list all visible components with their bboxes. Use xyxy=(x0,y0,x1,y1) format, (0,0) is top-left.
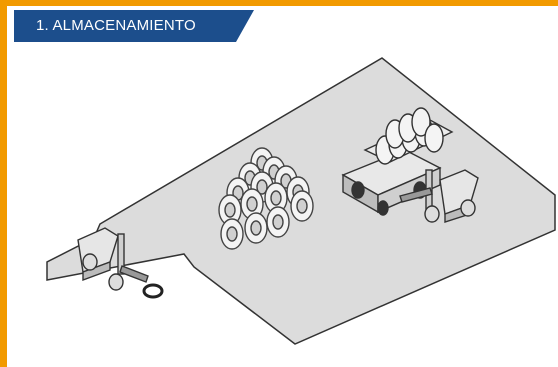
tire-hole xyxy=(256,179,268,195)
tire-hole xyxy=(296,198,308,214)
tire-hole xyxy=(272,214,284,230)
tire-icon xyxy=(142,283,164,299)
frame-left-border xyxy=(0,0,7,367)
tire-hole xyxy=(224,202,236,218)
section-title: 1. ALMACENAMIENTO xyxy=(36,17,196,34)
section-title-tab: 1. ALMACENAMIENTO xyxy=(14,10,254,42)
tire-hole xyxy=(226,226,238,242)
tire-hole xyxy=(270,190,282,206)
truck-icon xyxy=(341,107,454,216)
tire-pyramid-icon xyxy=(218,147,314,250)
tire-hole xyxy=(246,196,258,212)
title-tab-shape xyxy=(14,10,254,42)
forklift-icon xyxy=(77,227,149,291)
tire-hole xyxy=(250,220,262,236)
frame-top-border xyxy=(0,0,558,6)
forklift-icon xyxy=(399,169,479,223)
